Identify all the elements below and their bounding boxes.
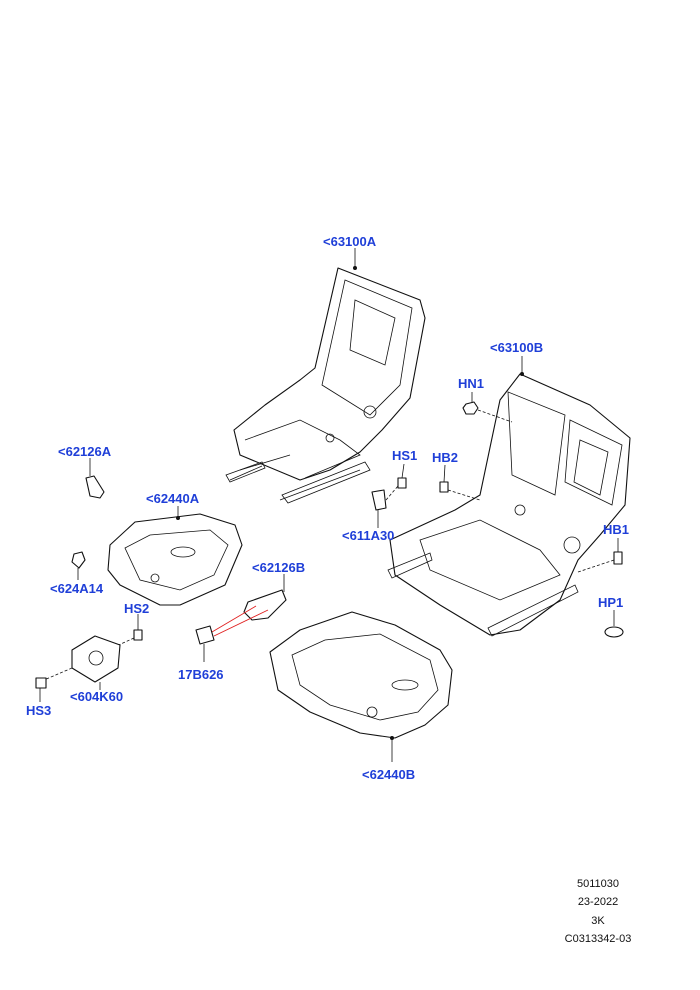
plug-hp1[interactable] <box>604 626 624 638</box>
cap-17b626[interactable] <box>195 625 215 645</box>
callout-hb2[interactable]: HB2 <box>432 450 459 465</box>
callout-63100a[interactable]: <63100A <box>323 234 377 249</box>
trim-62126b[interactable] <box>211 589 287 637</box>
dot-62440a <box>176 516 180 520</box>
trim-62126a[interactable] <box>85 475 105 499</box>
callout-17b626[interactable]: 17B626 <box>178 667 224 682</box>
pan-62440b[interactable] <box>269 611 453 739</box>
leader-hb2 <box>443 464 446 483</box>
callout-62126b[interactable]: <62126B <box>252 560 306 575</box>
callout-62440a[interactable]: <62440A <box>146 491 200 506</box>
seat-frame-a[interactable] <box>225 267 426 504</box>
reference-line-3: 3K <box>591 915 605 927</box>
reference-line-2: 23-2022 <box>577 896 619 908</box>
callout-hs1[interactable]: HS1 <box>392 448 418 463</box>
clip-624a14[interactable] <box>71 551 86 569</box>
callout-hn1[interactable]: HN1 <box>458 376 485 391</box>
callout-624a14[interactable]: <624A14 <box>50 581 104 596</box>
nut-hn1[interactable] <box>462 401 513 423</box>
reference-line-1: 5011030 <box>576 878 619 890</box>
callout-hs2[interactable]: HS2 <box>124 601 150 616</box>
callout-hb1[interactable]: HB1 <box>603 522 630 537</box>
pan-62440a[interactable] <box>107 513 243 606</box>
screw-hs3[interactable] <box>35 677 47 689</box>
screw-hs1[interactable] <box>397 477 407 489</box>
callout-hp1[interactable]: HP1 <box>598 595 624 610</box>
callout-62440b[interactable]: <62440B <box>362 767 416 782</box>
callout-604k60[interactable]: <604K60 <box>70 689 124 704</box>
seat-frame-b[interactable] <box>387 373 631 637</box>
leader-hs1 <box>401 463 405 479</box>
dot-63100a <box>353 266 357 270</box>
module-604k60[interactable] <box>43 635 121 683</box>
reference-line-4: C0313342-03 <box>564 933 632 945</box>
bolt-hb2[interactable] <box>439 481 481 501</box>
callout-611a30[interactable]: <611A30 <box>342 528 395 543</box>
bracket-611a30[interactable] <box>371 485 399 511</box>
bolt-hb1[interactable] <box>577 551 623 573</box>
dot-62440b <box>390 736 394 740</box>
callout-hs3[interactable]: HS3 <box>26 703 52 718</box>
dot-63100b <box>520 372 524 376</box>
callout-62126a[interactable]: <62126A <box>58 444 112 459</box>
callout-63100b[interactable]: <63100B <box>490 340 544 355</box>
